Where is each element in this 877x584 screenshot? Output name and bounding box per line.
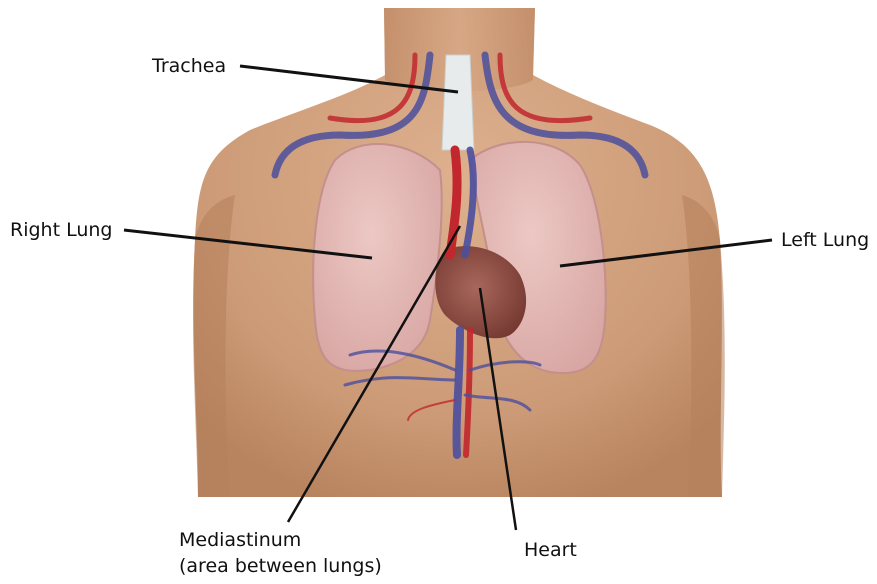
- trachea-label: Trachea: [152, 55, 226, 77]
- left-lung-label: Left Lung: [781, 229, 869, 251]
- mediastinum-label: Mediastinum: [179, 529, 301, 551]
- trachea-structure: [442, 55, 474, 150]
- heart-label: Heart: [524, 539, 577, 561]
- right-lung: [313, 144, 441, 371]
- right-lung-label: Right Lung: [10, 219, 112, 241]
- mediastinum-note-label: (area between lungs): [179, 555, 382, 577]
